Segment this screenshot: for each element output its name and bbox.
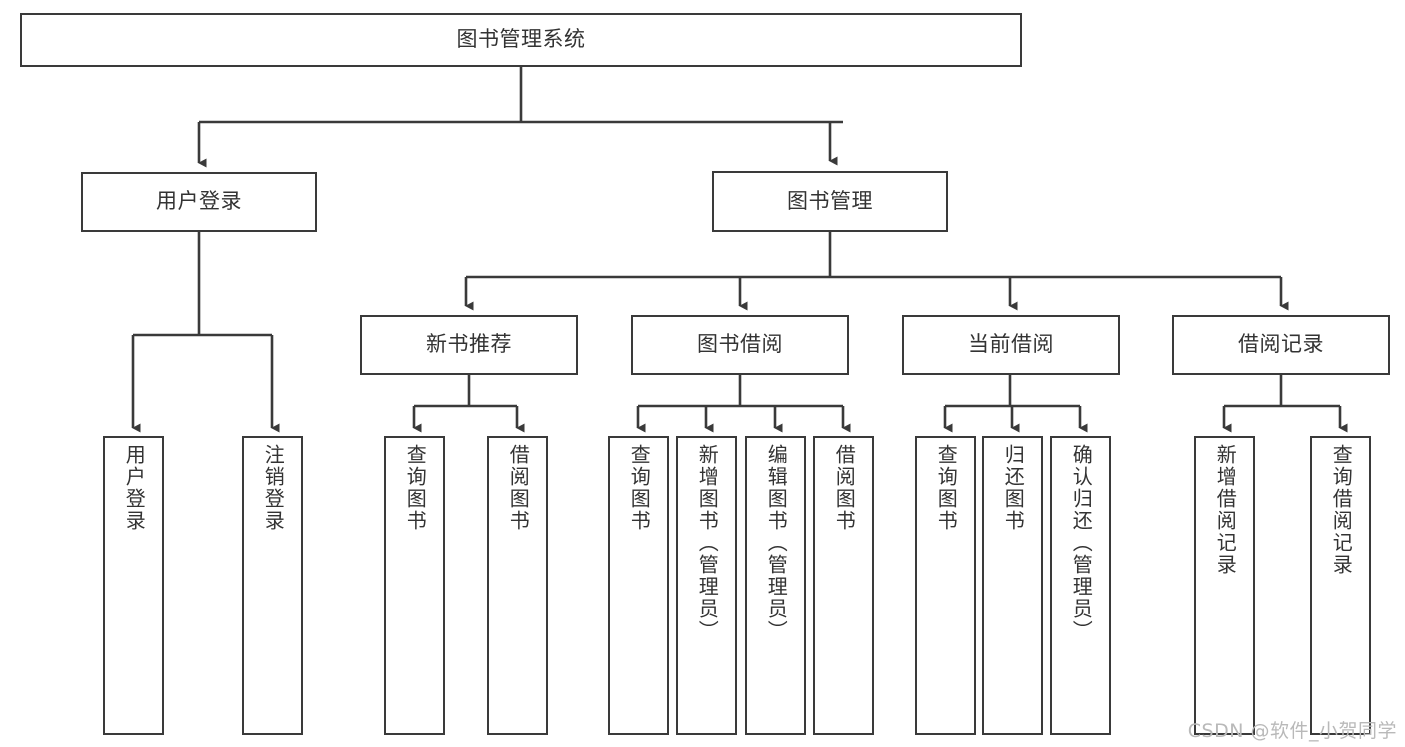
node-root-system[interactable]: 图书管理系统 bbox=[20, 13, 1022, 67]
csdn-watermark: CSDN @软件_小贺同学 bbox=[1187, 720, 1397, 742]
leaf-label: 注销登录 bbox=[261, 444, 286, 532]
leaf-label: 用户登录 bbox=[122, 444, 147, 532]
leaf-label: 查询图书 bbox=[627, 444, 652, 532]
leaf-label: 借阅图书 bbox=[832, 444, 857, 532]
leaf-new-book-borrow[interactable]: 借阅图书 bbox=[487, 436, 548, 735]
leaf-new-book-query[interactable]: 查询图书 bbox=[384, 436, 445, 735]
leaf-label: 新增借阅记录 bbox=[1213, 444, 1238, 576]
leaf-label: 新增图书（管理员） bbox=[695, 444, 720, 642]
leaf-label: 查询图书 bbox=[934, 444, 959, 532]
leaf-current-borrow-query[interactable]: 查询图书 bbox=[915, 436, 976, 735]
leaf-borrow-record-add[interactable]: 新增借阅记录 bbox=[1194, 436, 1255, 735]
leaf-book-borrow-add[interactable]: 新增图书（管理员） bbox=[676, 436, 737, 735]
leaf-book-borrow-borrow[interactable]: 借阅图书 bbox=[813, 436, 874, 735]
node-book-management[interactable]: 图书管理 bbox=[712, 171, 948, 232]
leaf-label: 查询借阅记录 bbox=[1329, 444, 1354, 576]
leaf-current-borrow-return[interactable]: 归还图书 bbox=[982, 436, 1043, 735]
leaf-user-login-login[interactable]: 用户登录 bbox=[103, 436, 164, 735]
node-new-book-recommend[interactable]: 新书推荐 bbox=[360, 315, 578, 375]
node-book-borrow[interactable]: 图书借阅 bbox=[631, 315, 849, 375]
leaf-label: 查询图书 bbox=[403, 444, 428, 532]
node-current-borrow[interactable]: 当前借阅 bbox=[902, 315, 1120, 375]
leaf-label: 借阅图书 bbox=[506, 444, 531, 532]
leaf-book-borrow-query[interactable]: 查询图书 bbox=[608, 436, 669, 735]
leaf-borrow-record-query[interactable]: 查询借阅记录 bbox=[1310, 436, 1371, 735]
leaf-book-borrow-edit[interactable]: 编辑图书（管理员） bbox=[745, 436, 806, 735]
leaf-label: 确认归还（管理员） bbox=[1069, 444, 1094, 642]
leaf-current-borrow-confirm[interactable]: 确认归还（管理员） bbox=[1050, 436, 1111, 735]
node-borrow-record[interactable]: 借阅记录 bbox=[1172, 315, 1390, 375]
leaf-user-login-logout[interactable]: 注销登录 bbox=[242, 436, 303, 735]
leaf-label: 编辑图书（管理员） bbox=[764, 444, 789, 642]
leaf-label: 归还图书 bbox=[1001, 444, 1026, 532]
node-user-login[interactable]: 用户登录 bbox=[81, 172, 317, 232]
